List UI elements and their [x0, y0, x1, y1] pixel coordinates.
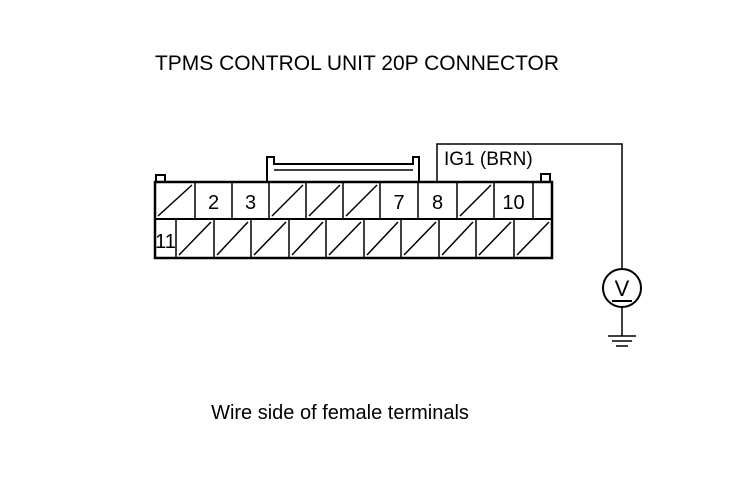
probe-wire — [436, 143, 623, 269]
terminal-number: 3 — [245, 192, 256, 214]
unused-terminal-hatch — [403, 221, 437, 256]
unused-terminal-hatch — [157, 184, 193, 217]
unused-terminal-hatch — [459, 184, 492, 217]
connector-row-2: 11 — [155, 219, 550, 258]
diagram-caption: Wire side of female terminals — [211, 402, 469, 424]
wire-label: IG1 (BRN) — [444, 149, 533, 170]
connector-row-1: 2 3 7 8 10 — [157, 182, 534, 219]
unused-terminal-hatch — [478, 221, 512, 256]
unused-terminal-hatch — [291, 221, 324, 256]
terminal-number: 2 — [208, 192, 219, 214]
unused-terminal-hatch — [328, 221, 362, 256]
ground-icon — [608, 335, 636, 347]
unused-terminal-hatch — [516, 221, 550, 256]
unused-terminal-hatch — [271, 184, 304, 217]
voltmeter-symbol: V — [615, 276, 630, 301]
unused-terminal-hatch — [178, 221, 212, 256]
terminal-number: 7 — [393, 192, 404, 214]
unused-terminal-hatch — [441, 221, 474, 256]
terminal-number: 11 — [155, 231, 176, 253]
diagram-title: TPMS CONTROL UNIT 20P CONNECTOR — [155, 52, 559, 75]
terminal-number: 8 — [432, 192, 443, 214]
unused-terminal-hatch — [345, 184, 378, 217]
terminal-number: 10 — [502, 192, 524, 214]
unused-terminal-hatch — [216, 221, 249, 256]
unused-terminal-hatch — [253, 221, 287, 256]
unused-terminal-hatch — [366, 221, 399, 256]
unused-terminal-hatch — [308, 184, 341, 217]
